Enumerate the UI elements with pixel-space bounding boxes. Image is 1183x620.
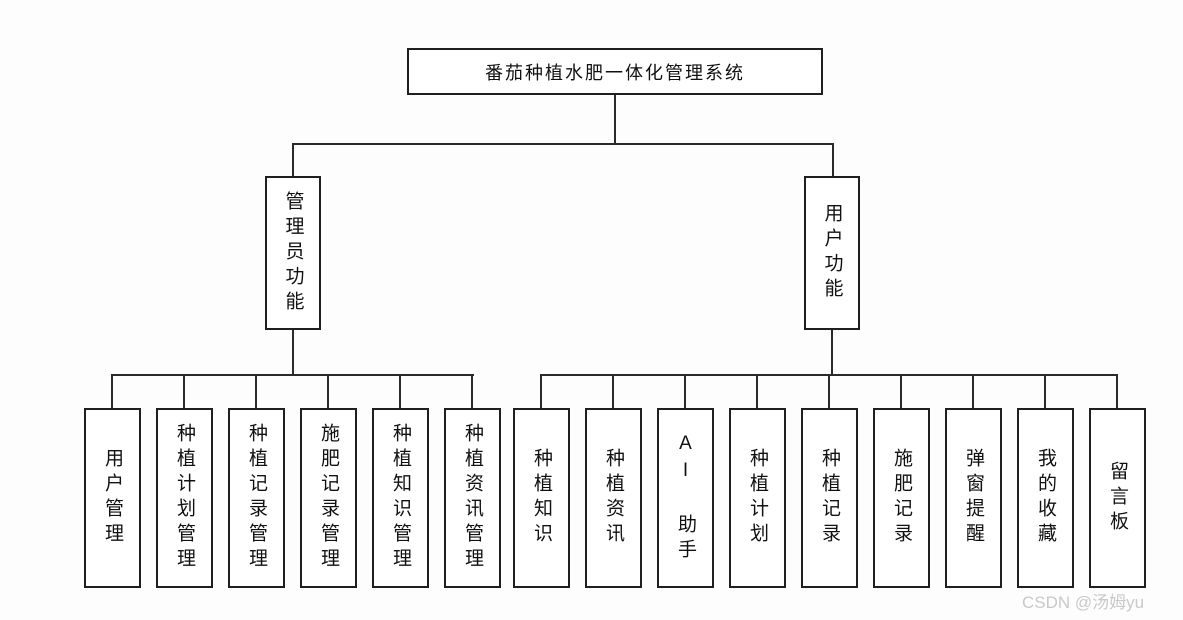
connector-user-stub-5 <box>828 374 830 408</box>
node-admin-branch-label: 管理员功能 <box>282 190 304 316</box>
connector-admin-rail <box>111 374 474 376</box>
connector-level1-rail <box>292 143 834 145</box>
leaf-label: 种植资讯管理 <box>462 423 483 573</box>
node-admin-child-planting-knowledge-management: 种植知识管理 <box>372 408 429 588</box>
connector-admin-stub-5 <box>399 374 401 408</box>
node-admin-branch: 管理员功能 <box>265 176 321 330</box>
connector-user-stub-4 <box>756 374 758 408</box>
connector-user-drop <box>832 143 834 176</box>
node-admin-child-user-management: 用户管理 <box>84 408 141 588</box>
connector-user-stub-2 <box>612 374 614 408</box>
watermark: CSDN @汤姆yu <box>1022 593 1145 612</box>
leaf-label: AI 助手 <box>675 432 696 564</box>
node-user-branch-label: 用户功能 <box>821 203 843 303</box>
node-root-label: 番茄种植水肥一体化管理系统 <box>485 62 745 83</box>
leaf-label: 种植计划 <box>747 448 768 548</box>
connector-admin-stub-3 <box>255 374 257 408</box>
node-user-child-popup-reminder: 弹窗提醒 <box>945 408 1002 588</box>
leaf-label: 种植记录 <box>819 448 840 548</box>
node-user-child-fertilizing-record: 施肥记录 <box>873 408 930 588</box>
node-admin-child-planting-plan-management: 种植计划管理 <box>156 408 213 588</box>
connector-admin-stub-4 <box>327 374 329 408</box>
connector-user-stub-1 <box>540 374 542 408</box>
connector-admin-stub-6 <box>471 374 473 408</box>
node-user-child-message-board: 留言板 <box>1089 408 1146 588</box>
leaf-label: 施肥记录 <box>891 448 912 548</box>
node-admin-child-planting-record-management: 种植记录管理 <box>228 408 285 588</box>
leaf-label: 留言板 <box>1107 460 1128 536</box>
connector-user-stub-8 <box>1044 374 1046 408</box>
connector-root-down <box>614 95 616 143</box>
leaf-label: 种植知识管理 <box>390 423 411 573</box>
connector-admin-stub-1 <box>111 374 113 408</box>
leaf-label: 弹窗提醒 <box>963 448 984 548</box>
node-user-child-my-favorites: 我的收藏 <box>1017 408 1074 588</box>
connector-admin-drop <box>292 143 294 176</box>
leaf-label: 种植资讯 <box>603 448 624 548</box>
node-user-child-ai-assistant: AI 助手 <box>657 408 714 588</box>
connector-user-stub-7 <box>972 374 974 408</box>
node-user-branch: 用户功能 <box>804 176 860 330</box>
node-admin-child-planting-news-management: 种植资讯管理 <box>444 408 501 588</box>
node-user-child-planting-plan: 种植计划 <box>729 408 786 588</box>
node-user-child-planting-record: 种植记录 <box>801 408 858 588</box>
node-root: 番茄种植水肥一体化管理系统 <box>407 48 823 95</box>
connector-user-stub-3 <box>684 374 686 408</box>
leaf-label: 施肥记录管理 <box>318 423 339 573</box>
node-admin-child-fertilizing-record-management: 施肥记录管理 <box>300 408 357 588</box>
connector-user-stub-9 <box>1116 374 1118 408</box>
leaf-label: 我的收藏 <box>1035 448 1056 548</box>
connector-admin-stub-2 <box>183 374 185 408</box>
connector-user-down <box>831 330 833 374</box>
leaf-label: 种植计划管理 <box>174 423 195 573</box>
leaf-label: 用户管理 <box>102 448 123 548</box>
leaf-label: 种植知识 <box>531 448 552 548</box>
leaf-label: 种植记录管理 <box>246 423 267 573</box>
node-user-child-planting-news: 种植资讯 <box>585 408 642 588</box>
connector-admin-down <box>292 330 294 374</box>
node-user-child-planting-knowledge: 种植知识 <box>513 408 570 588</box>
connector-user-stub-6 <box>900 374 902 408</box>
